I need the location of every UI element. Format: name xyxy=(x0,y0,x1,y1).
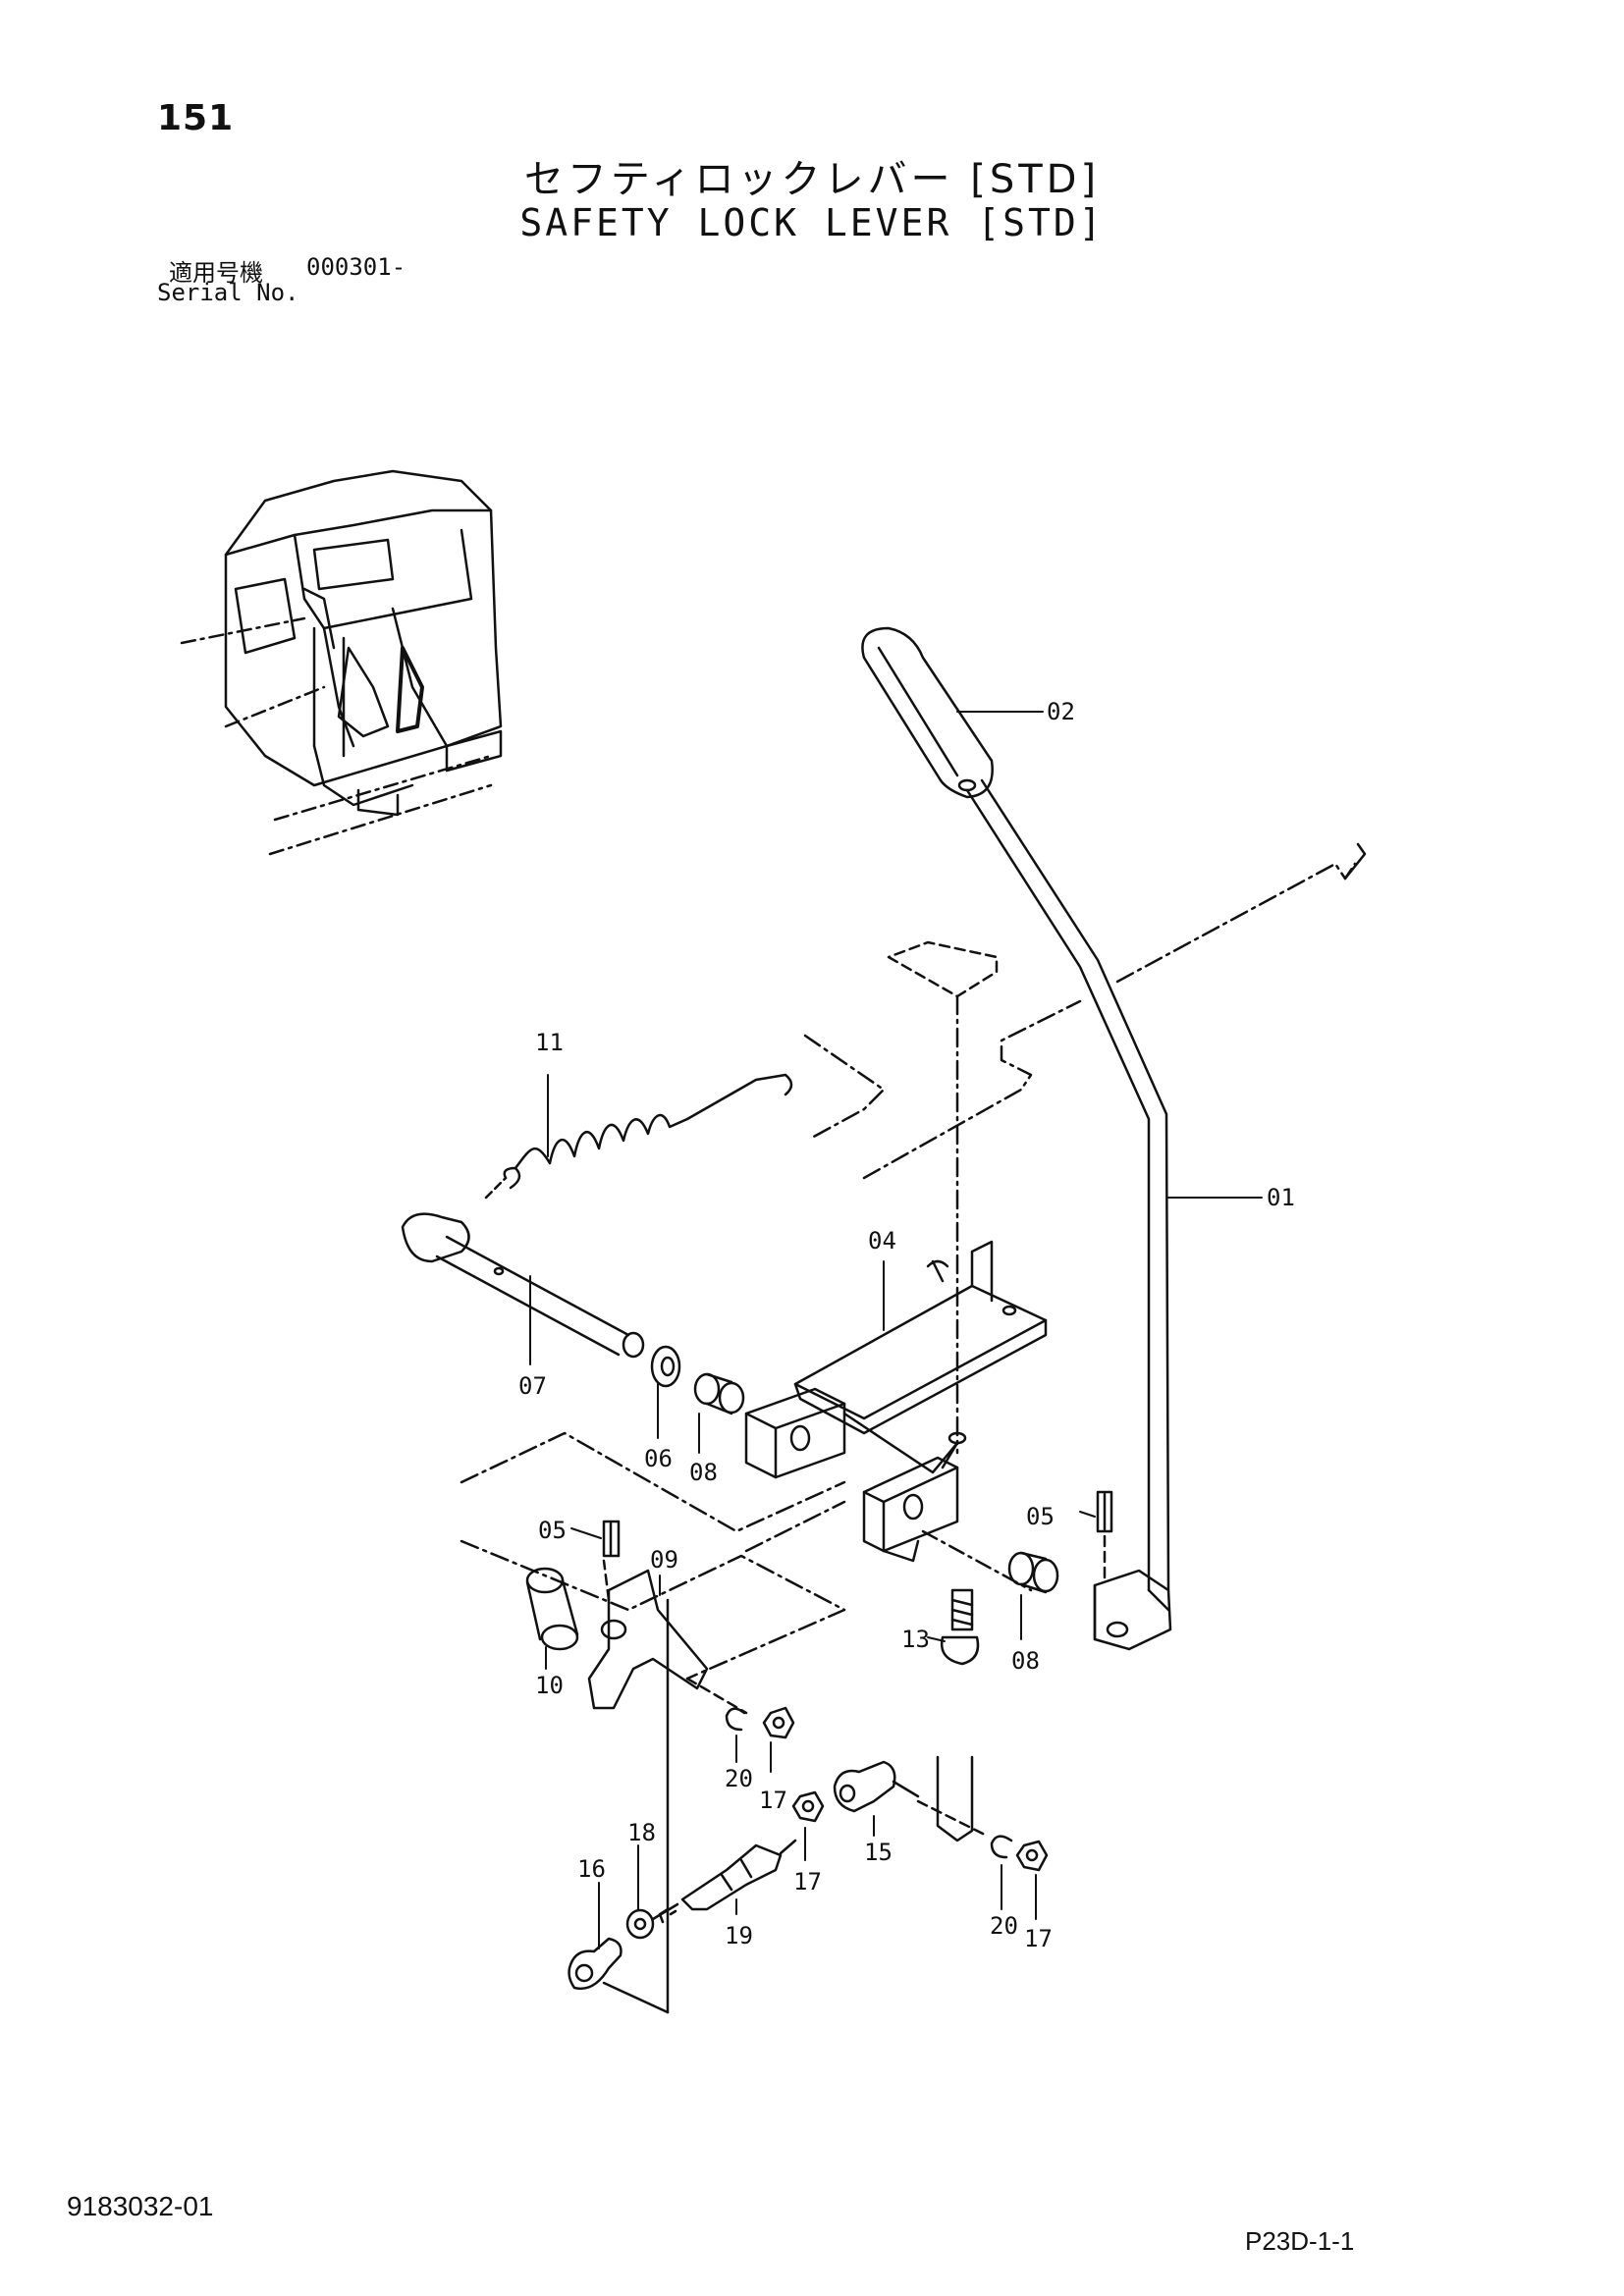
serial-range: 000301- xyxy=(306,253,406,281)
part-label-17-c: 17 xyxy=(1024,1925,1053,1952)
part-label-04: 04 xyxy=(868,1227,896,1255)
part-label-19: 19 xyxy=(725,1922,753,1949)
spring-pin-part-05-left xyxy=(602,1520,621,1558)
nut-part-17-b xyxy=(791,1790,825,1823)
part-label-09: 09 xyxy=(650,1546,678,1574)
part-label-07: 07 xyxy=(518,1372,547,1400)
part-label-06: 06 xyxy=(644,1445,673,1472)
part-label-11: 11 xyxy=(535,1029,564,1056)
nut-part-17-a xyxy=(762,1706,795,1739)
part-label-02: 02 xyxy=(1047,698,1075,725)
part-label-20-right: 20 xyxy=(990,1912,1018,1940)
bushing-part-08-lower xyxy=(1007,1551,1059,1594)
ball-joint-part-15 xyxy=(833,1755,989,1842)
serial-label-japanese: 適用号機 xyxy=(169,259,263,287)
part-label-01: 01 xyxy=(1267,1184,1295,1211)
part-label-20-left: 20 xyxy=(725,1765,753,1792)
collar-part-10 xyxy=(525,1567,579,1651)
part-label-17-b: 17 xyxy=(793,1868,822,1896)
part-label-15: 15 xyxy=(864,1839,893,1866)
part-label-13: 13 xyxy=(901,1626,930,1653)
grip-part-02 xyxy=(861,626,994,799)
part-label-08-upper: 08 xyxy=(689,1459,718,1486)
snap-ring-part-20-left xyxy=(725,1707,746,1732)
part-label-05-left: 05 xyxy=(538,1517,567,1544)
part-label-05-right: 05 xyxy=(1026,1503,1055,1530)
bolt-part-13 xyxy=(940,1588,980,1666)
page-code: P23D-1-1 xyxy=(1245,2226,1355,2256)
part-number-labels: 02 01 04 11 07 06 08 05 05 09 10 13 08 2… xyxy=(518,698,1295,1952)
part-label-08-lower: 08 xyxy=(1011,1647,1040,1675)
part-label-17-a: 17 xyxy=(759,1787,787,1814)
washer-part-06 xyxy=(650,1345,681,1388)
lever-arm-part-09 xyxy=(587,1559,748,2014)
bracket-part-04 xyxy=(744,1240,1048,1592)
title-english: SAFETY LOCK LEVER [STD] xyxy=(519,201,1105,244)
spring-part-11 xyxy=(484,1073,793,1200)
turnbuckle-part-19 xyxy=(651,1839,797,1924)
serial-label-english: Serial No. xyxy=(157,279,299,306)
title-japanese: セフティロックレバー [STD] xyxy=(523,157,1101,202)
floor-reference-lines xyxy=(460,842,1367,1681)
cab-overview-illustration xyxy=(180,469,503,856)
spring-pin-part-05-right xyxy=(1096,1490,1113,1582)
part-label-16: 16 xyxy=(577,1855,606,1883)
nut-part-18 xyxy=(625,1908,655,1940)
bushing-part-08-upper xyxy=(693,1372,745,1415)
lever-rod-part-01 xyxy=(965,778,1172,1651)
pin-part-07 xyxy=(401,1212,645,1359)
ball-joint-part-16 xyxy=(568,1937,670,2014)
leader-lines xyxy=(529,711,1263,1949)
snap-ring-part-20-right xyxy=(990,1835,1013,1859)
part-label-10: 10 xyxy=(535,1672,564,1699)
part-label-18: 18 xyxy=(627,1819,656,1846)
page-number: 151 xyxy=(157,98,235,138)
document-number: 9183032-01 xyxy=(67,2191,214,2221)
nut-part-17-c xyxy=(1015,1840,1049,1872)
